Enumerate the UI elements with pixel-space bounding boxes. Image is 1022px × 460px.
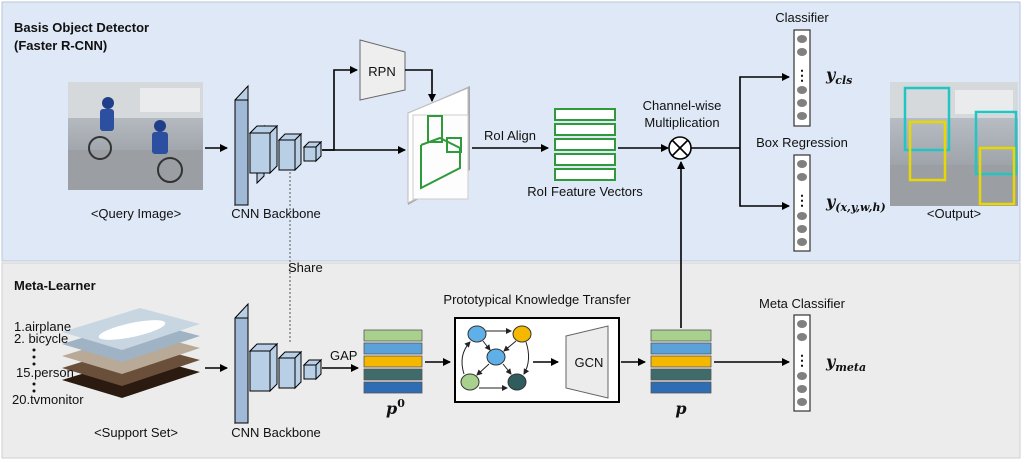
channel-wise-line1: Channel-wise — [643, 98, 722, 113]
top-title-line2: (Faster R-CNN) — [14, 38, 107, 53]
cnn-backbone-top-label: CNN Backbone — [231, 206, 321, 221]
support-item-20: 20.tvmonitor — [12, 392, 84, 407]
svg-text:⋮: ⋮ — [795, 67, 809, 83]
support-item-2: 2. bicycle — [14, 331, 68, 346]
gap-label: GAP — [330, 348, 357, 363]
rpn-label: RPN — [368, 64, 395, 79]
svg-text:⋮: ⋮ — [795, 192, 809, 208]
y-meta-label: ymeta — [825, 352, 866, 374]
query-image — [68, 82, 203, 190]
graph-nodes — [460, 325, 532, 391]
support-set-stack — [62, 308, 200, 398]
p0-label: p0 — [386, 397, 405, 418]
support-ellipsis-2 — [32, 382, 36, 393]
output-image — [890, 82, 1018, 206]
roi-vectors-label: RoI Feature Vectors — [527, 184, 643, 199]
gcn-label: GCN — [575, 355, 604, 370]
gcn-block — [565, 325, 609, 399]
channel-multiply-icon — [668, 136, 692, 160]
roi-feature-vectors — [554, 108, 616, 181]
support-ellipsis — [32, 348, 36, 366]
share-label: Share — [288, 260, 323, 275]
pkt-label: Prototypical Knowledge Transfer — [443, 292, 631, 307]
p-label: p — [675, 399, 686, 418]
cnn-backbone-bottom-label: CNN Backbone — [231, 425, 321, 440]
cnn-backbone-bottom — [234, 302, 323, 425]
meta-classifier-neurons: ⋮ — [793, 314, 811, 412]
support-item-1: 1.airplane — [14, 319, 71, 334]
bottom-title: Meta-Learner — [14, 278, 96, 293]
cnn-backbone-top — [234, 84, 323, 207]
support-item-15: 15.person — [16, 365, 74, 380]
arrow-rpn-roi — [405, 69, 436, 102]
classifier-label: Classifier — [775, 10, 829, 25]
y-cls-label: ycls — [825, 65, 852, 87]
svg-text:⋮: ⋮ — [795, 352, 809, 368]
graph-edges — [461, 328, 530, 391]
roi-align-label: RoI Align — [484, 128, 536, 143]
output-label: <Output> — [927, 206, 981, 221]
query-image-label: <Query Image> — [91, 206, 181, 221]
channel-wise-line2: Multiplication — [644, 115, 719, 130]
prototype-p0-stack — [363, 329, 423, 394]
top-title-line1: Basis Object Detector — [14, 20, 149, 35]
meta-classifier-label: Meta Classifier — [759, 296, 846, 311]
y-box-label: y(x,y,w,h) — [825, 192, 886, 214]
prototype-p-stack — [650, 329, 712, 394]
support-set-label: <Support Set> — [94, 425, 178, 440]
classifier-neurons: ⋮ — [793, 29, 811, 127]
roi-feature-map — [407, 86, 470, 205]
box-regression-neurons: ⋮ — [793, 154, 811, 252]
box-regression-label: Box Regression — [756, 135, 848, 150]
rpn-block — [359, 39, 406, 101]
